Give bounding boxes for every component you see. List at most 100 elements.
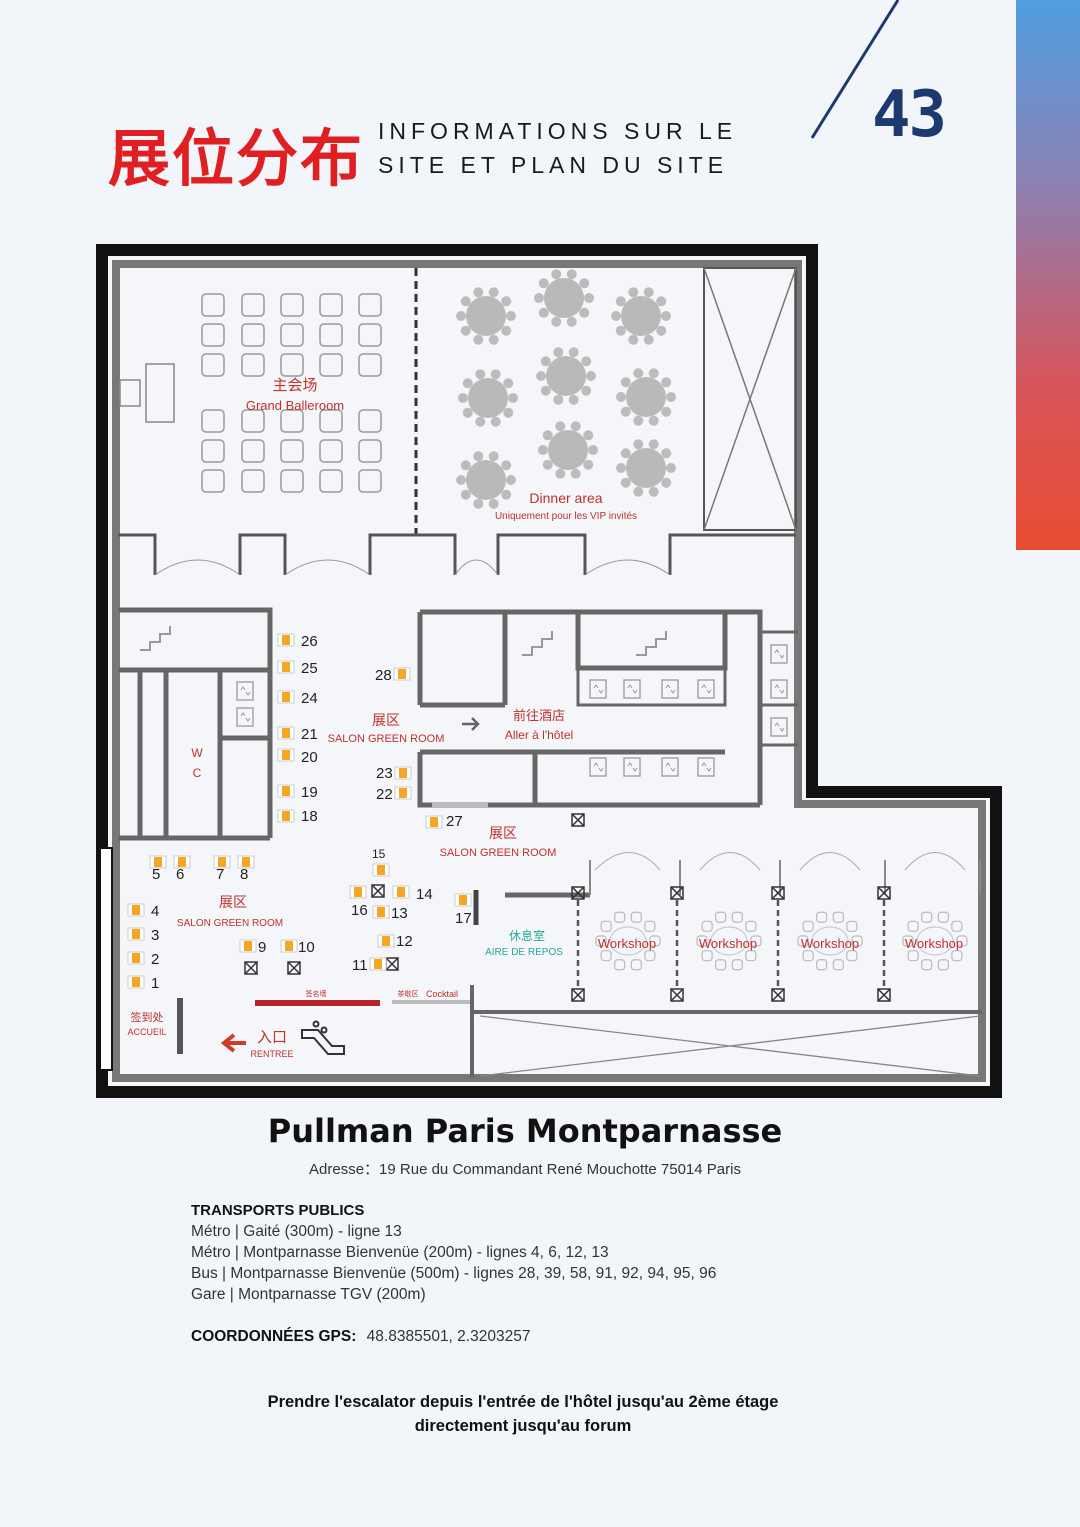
page-number: 43 — [872, 78, 947, 152]
pillar-icon — [571, 813, 585, 827]
ballroom-chair — [319, 323, 343, 347]
pillar-icon — [771, 988, 785, 1002]
pillar-icon — [877, 886, 891, 900]
entrance-cn-label: 入口 — [257, 1029, 287, 1046]
booth-2: 2 — [127, 951, 159, 968]
workshop-table — [595, 911, 661, 971]
salon-green-room-label-1: SALON GREEN ROOM — [328, 733, 445, 745]
dinner-note-label: Uniquement pour les VIP invités — [495, 511, 637, 522]
ballroom-chair — [319, 353, 343, 377]
booth-number: 22 — [376, 786, 393, 803]
page-title-fr-line2: SITE ET PLAN DU SITE — [378, 152, 729, 178]
ballroom-chair — [280, 469, 304, 493]
elevator-icon — [661, 679, 679, 699]
workshop-table — [696, 911, 762, 971]
booth-number: 25 — [301, 660, 318, 677]
ballroom-chair — [280, 353, 304, 377]
signwall-bar — [255, 1000, 380, 1006]
booth-19: 19 — [277, 784, 318, 801]
footer-note-line1: Prendre l'escalator depuis l'entrée de l… — [267, 1393, 779, 1411]
booth-number: 11 — [352, 957, 368, 974]
ballroom-chair — [280, 323, 304, 347]
booth-number: 8 — [240, 866, 248, 883]
cocktail-fr-label: Cocktail — [426, 989, 458, 999]
escalator-icon — [301, 1020, 345, 1055]
elevator-icon — [770, 679, 788, 699]
ballroom-chair — [241, 353, 265, 377]
hotel-cn-label: 前往酒店 — [513, 708, 565, 723]
booth-number: 13 — [391, 905, 408, 922]
salon-green-room-label-3: SALON GREEN ROOM — [177, 918, 283, 929]
pillars — [244, 813, 891, 1002]
booth-number: 2 — [151, 951, 159, 968]
booth-15: 15 — [372, 847, 390, 877]
elevator-icon — [236, 707, 254, 727]
booth-number: 6 — [176, 866, 184, 883]
booth-1: 1 — [127, 975, 159, 992]
booth-number: 23 — [376, 765, 393, 782]
dinner-table — [456, 451, 516, 509]
booth-number: 1 — [151, 975, 159, 992]
ballroom-chair — [358, 469, 382, 493]
booth-8: 8 — [237, 855, 255, 883]
elevator-icon — [589, 679, 607, 699]
booth-number: 26 — [301, 633, 318, 650]
salon-green-room-label-2: SALON GREEN ROOM — [440, 847, 557, 859]
transport-line: Gare | Montparnasse TGV (200m) — [191, 1286, 426, 1303]
gps-value: 48.8385501, 2.3203257 — [366, 1328, 531, 1345]
booth-number: 16 — [351, 902, 368, 919]
dinner-table — [458, 369, 518, 427]
booth-number: 19 — [301, 784, 318, 801]
pillar-icon — [371, 884, 385, 898]
elevator-icon — [770, 717, 788, 737]
venue-name: Pullman Paris Montparnasse — [267, 1112, 783, 1150]
booth-11: 11 — [352, 957, 387, 974]
wc-c-label: C — [193, 766, 202, 780]
venue-address: Adresse：19 Rue du Commandant René Moucho… — [309, 1161, 741, 1178]
booth-number: 24 — [301, 690, 318, 707]
ballroom-chair — [201, 293, 225, 317]
pillar-icon — [244, 961, 258, 975]
booth-3: 3 — [127, 927, 159, 944]
dinner-table — [534, 269, 594, 327]
ballroom-chair — [201, 323, 225, 347]
pillar-icon — [571, 886, 585, 900]
rest-area-cn-label: 休息室 — [509, 928, 545, 943]
booth-number: 27 — [446, 813, 463, 830]
booth-number: 4 — [151, 903, 159, 920]
pillar-icon — [877, 988, 891, 1002]
floor-plan-labels: 主会场 Grand Balleroom Dinner area Uniqueme… — [127, 377, 963, 1059]
dinner-table — [616, 439, 676, 497]
dinner-table — [611, 287, 671, 345]
booth-23: 23 — [376, 765, 412, 782]
elevator-icon — [623, 679, 641, 699]
outer-walls — [96, 244, 1002, 1098]
gps-coordinates: COORDONNÉES GPS: 48.8385501, 2.3203257 — [191, 1328, 530, 1346]
ballroom-chair — [201, 439, 225, 463]
ballroom-chair — [201, 353, 225, 377]
ballroom-chair — [358, 409, 382, 433]
booth-12: 12 — [377, 933, 413, 950]
booth-26: 26 — [277, 633, 318, 650]
booth-number: 5 — [152, 866, 160, 883]
ballroom-chair — [201, 469, 225, 493]
wc-w-label: W — [191, 746, 203, 760]
workshop-table — [902, 911, 968, 971]
booth-7: 7 — [213, 855, 231, 883]
expo-cn-label-2: 展区 — [489, 825, 517, 841]
ballroom-chair — [358, 353, 382, 377]
elevator-icon — [661, 757, 679, 777]
pillar-icon — [571, 988, 585, 1002]
dinner-area-label: Dinner area — [529, 490, 602, 506]
booth-18: 18 — [277, 808, 318, 825]
transport-line: Métro | Montparnasse Bienvenüe (200m) - … — [191, 1244, 609, 1261]
booth-28: 28 — [375, 667, 411, 684]
elevator-icon — [589, 757, 607, 777]
booth-number: 12 — [396, 933, 413, 950]
ballroom-chair — [280, 439, 304, 463]
booth-6: 6 — [173, 855, 191, 883]
ballroom-chair — [241, 293, 265, 317]
hotel-fr-label: Aller à l'hôtel — [505, 728, 573, 742]
